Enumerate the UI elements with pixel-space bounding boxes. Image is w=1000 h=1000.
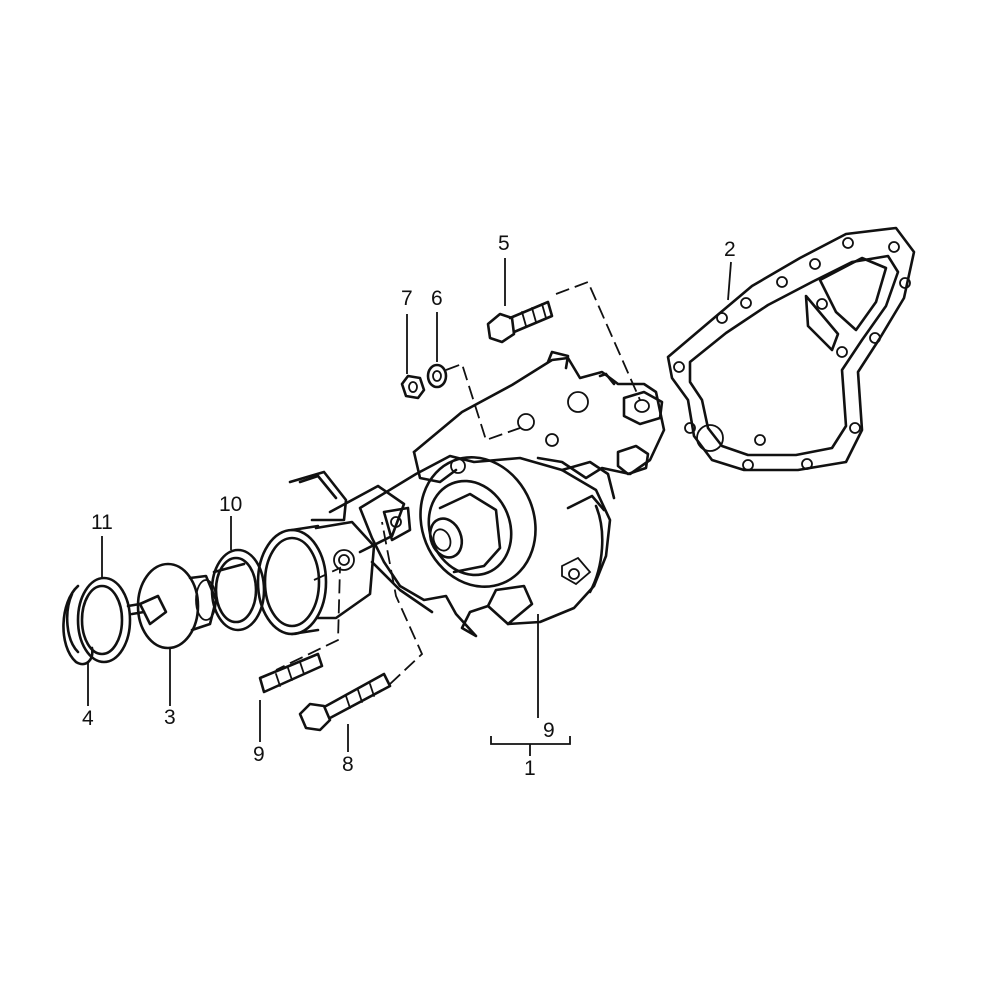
- callout-2: 2: [724, 238, 736, 261]
- part-gasket: [666, 226, 916, 472]
- callout-9-housing: 9: [543, 719, 555, 742]
- callout-4: 4: [82, 707, 94, 730]
- part-washer-6: [426, 363, 448, 389]
- callout-9-stud: 9: [253, 743, 265, 766]
- pump-hub: [419, 456, 537, 588]
- callout-7: 7: [401, 287, 413, 310]
- callout-8: 8: [342, 753, 354, 776]
- leader-lines: [87, 258, 732, 756]
- callout-3: 3: [164, 706, 176, 729]
- callout-10: 10: [219, 493, 242, 516]
- part-bolt-8: [298, 672, 392, 732]
- part-ring-11: [76, 576, 132, 664]
- part-nut-7: [400, 374, 426, 400]
- part-thermostat-3: [126, 562, 218, 650]
- part-seal-ring-10: [210, 548, 266, 632]
- callout-11: 11: [91, 511, 113, 534]
- part-circlip-4: [62, 584, 94, 666]
- part-stud-9: [258, 652, 324, 694]
- part-pump-housing: [256, 350, 666, 638]
- callout-labels: 5 6 7 2 10 11 4 3 9 8 9 1: [82, 232, 736, 780]
- assembly-lines: [275, 280, 641, 685]
- callout-5: 5: [498, 232, 510, 255]
- callout-1: 1: [524, 757, 536, 780]
- part-bolt-5: [486, 300, 554, 344]
- callout-6: 6: [431, 287, 443, 310]
